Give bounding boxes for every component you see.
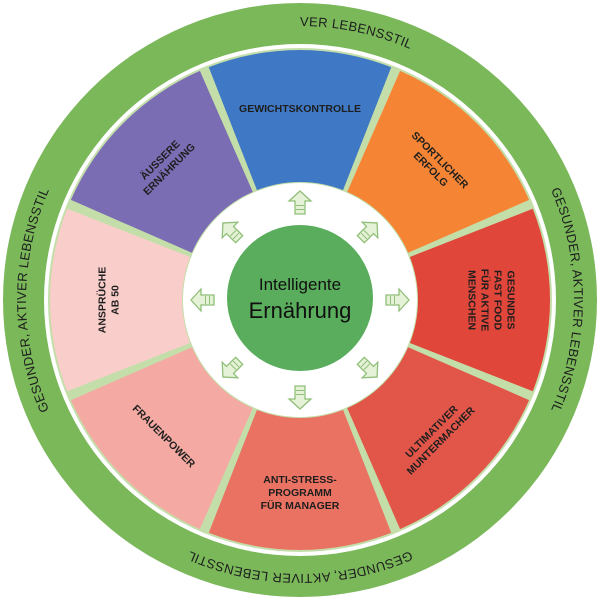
- arrow-ring: [190, 190, 410, 410]
- arrow-icon: [356, 356, 379, 379]
- arrow-shape: [287, 385, 313, 410]
- segment-frauenpower: [70, 347, 253, 530]
- segment-ultimativer-muntermacher: [347, 347, 530, 530]
- segment-label-line: GEWICHTSKONTROLLE: [239, 103, 361, 115]
- segment-label-line: FÜR AKTIVE: [479, 269, 492, 332]
- segment-label-line: FAST FOOD: [492, 270, 504, 331]
- segment-gesundes-fast-food: [409, 208, 551, 392]
- arrow-icon: [287, 190, 313, 215]
- arrow-icon: [287, 385, 313, 410]
- arrow-icon: [190, 287, 215, 313]
- segment-label-line: PROGRAMM: [268, 487, 332, 499]
- arrow-stripe: [363, 363, 371, 371]
- center-circle: Intelligente Ernährung: [227, 225, 373, 371]
- center-title-line2: Ernährung: [249, 298, 352, 323]
- segment-label-line: GESUNDES: [505, 271, 517, 330]
- arrow-stripe: [363, 229, 371, 237]
- arrow-stripe: [229, 363, 237, 371]
- arrow-stripe: [232, 232, 240, 240]
- arrow-icon: [221, 221, 244, 244]
- arrow-stripe: [360, 232, 368, 240]
- center-title-line1: Intelligente: [259, 275, 341, 294]
- center-disc: [227, 225, 373, 371]
- segment-label-line: MENSCHEN: [466, 270, 478, 330]
- arrow-stripe: [232, 360, 240, 368]
- arrow-shape: [385, 287, 410, 313]
- arrow-shape: [190, 287, 215, 313]
- arrow-shape: [287, 190, 313, 215]
- segment-label-gewichtskontrolle: GEWICHTSKONTROLLE: [239, 103, 361, 115]
- segment-label-line: ANSPRÜCHE: [96, 267, 109, 334]
- segment-label-line: AB 50: [110, 285, 122, 315]
- arrow-icon: [221, 356, 244, 379]
- segment-anti-stress-programm: [208, 409, 392, 551]
- arrow-icon: [356, 221, 379, 244]
- arrow-icon: [385, 287, 410, 313]
- arrow-shape: [221, 356, 244, 379]
- arrow-shape: [221, 221, 244, 244]
- arrow-stripe: [229, 229, 237, 237]
- segment-sportlicher-erfolg: [347, 70, 530, 253]
- segment-label-line: ANTI-STRESS-: [263, 474, 337, 486]
- segment-gewichtskontrolle: [208, 49, 392, 191]
- arrow-stripe: [360, 360, 368, 368]
- segment-ansprueche-ab-50: [49, 208, 191, 392]
- segment-wheel: GEWICHTSKONTROLLESPORTLICHERERFOLGGESUND…: [49, 49, 551, 551]
- segment-label-line: FÜR MANAGER: [261, 499, 340, 512]
- segment-aeussere-ernaehrung: [70, 70, 253, 253]
- arrow-shape: [356, 356, 379, 379]
- arrow-shape: [356, 221, 379, 244]
